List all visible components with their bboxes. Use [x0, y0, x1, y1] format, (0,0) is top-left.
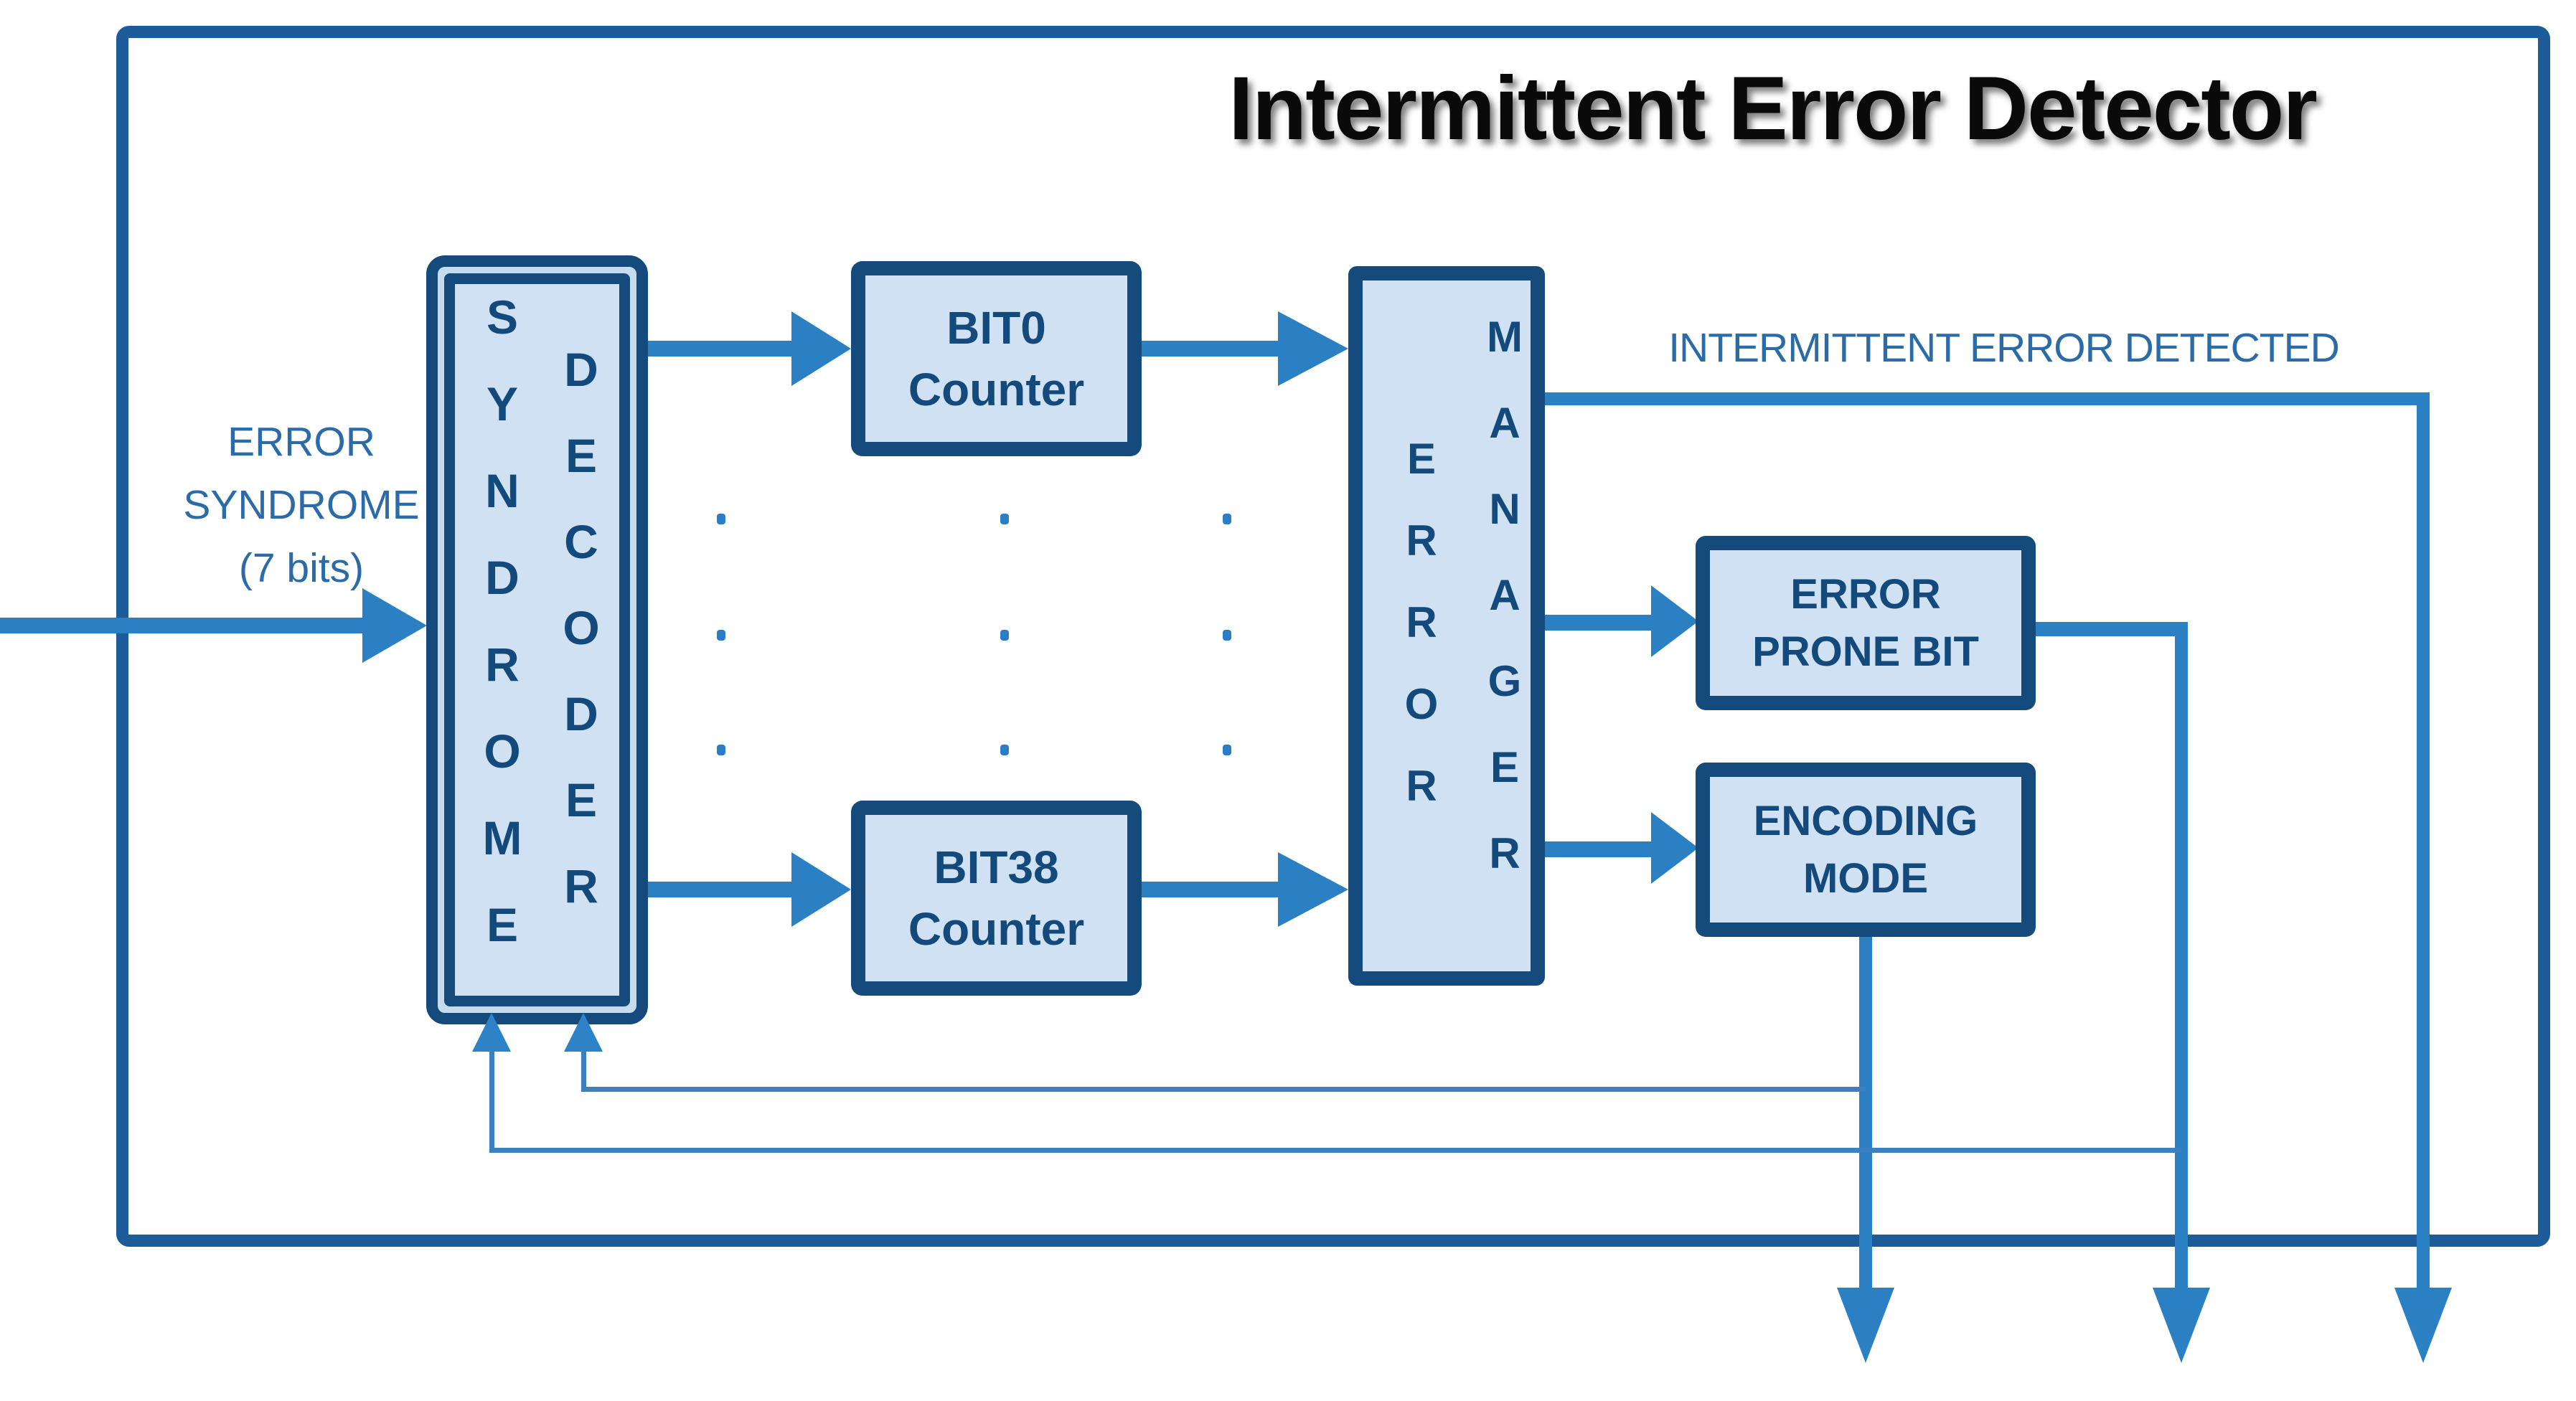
decoder-to-bit0-shaft [648, 341, 791, 357]
error-prone-bit-block: ERROR PRONE BIT [1696, 536, 2036, 710]
epb-output-hline [2036, 622, 2181, 636]
bit0-counter-block: BIT0 Counter [851, 261, 1142, 456]
bit38-to-manager-arrow-icon [1278, 852, 1348, 927]
ellipsis-dot [1223, 514, 1231, 524]
ellipsis-dot [717, 745, 725, 755]
encoding-mode-line2: MODE [1803, 854, 1928, 902]
decoder-to-bit0-arrow-icon [791, 311, 851, 386]
epb-feedback-vstub [489, 1050, 494, 1153]
error-syndrome-input-label: ERROR SYNDROME (7 bits) [144, 410, 459, 600]
input-arrow-shaft [0, 618, 362, 633]
bit38-counter-block: BIT38 Counter [851, 801, 1142, 996]
ellipsis-dot [1223, 630, 1231, 641]
input-label-line2: SYNDROME [183, 482, 420, 528]
ellipsis-dot [1000, 630, 1009, 641]
manager-to-epb-shaft [1545, 615, 1651, 631]
encoding-mode-block: ENCODING MODE [1696, 763, 2036, 937]
page-title: Intermittent Error Detector [1228, 59, 2318, 159]
encoding-output-vline [1859, 937, 1872, 1291]
ellipsis-dot [717, 514, 725, 524]
decoder-to-bit38-shaft [648, 882, 791, 897]
encoding-feedback-hline [581, 1087, 1866, 1092]
bit38-counter-label: Counter [908, 903, 1085, 955]
epb-output-vline [2175, 622, 2188, 1291]
detector-frame [116, 26, 2550, 1247]
intermittent-output-arrow-icon [2394, 1288, 2452, 1363]
ellipsis-dot [1000, 514, 1009, 524]
manager-to-epb-arrow-icon [1651, 585, 1698, 657]
bit0-to-manager-arrow-icon [1278, 311, 1348, 386]
ellipsis-dot [717, 630, 725, 641]
intermittent-error-detected-label: INTERMITTENT ERROR DETECTED [1668, 325, 2340, 371]
bit0-label: BIT0 [946, 302, 1046, 354]
epb-feedback-arrow-icon [472, 1013, 511, 1052]
bit0-to-manager-shaft [1142, 341, 1278, 357]
encoding-mode-line1: ENCODING [1753, 797, 1978, 844]
error-prone-bit-line2: PRONE BIT [1752, 628, 1979, 675]
manager-to-em-arrow-icon [1651, 812, 1698, 884]
manager-to-em-shaft [1545, 841, 1651, 857]
error-prone-bit-line1: ERROR [1790, 570, 1941, 618]
epb-output-arrow-icon [2153, 1288, 2210, 1363]
input-label-line1: ERROR [227, 419, 375, 465]
input-arrow-head-icon [362, 588, 427, 663]
bit0-counter-label: Counter [908, 364, 1085, 415]
ellipsis-dot [1223, 745, 1231, 755]
encoding-feedback-arrow-icon [564, 1013, 603, 1052]
epb-feedback-hline [489, 1148, 2181, 1153]
input-label-line3: (7 bits) [238, 545, 365, 591]
decoder-to-bit38-arrow-icon [791, 852, 851, 927]
intermittent-output-vline [2417, 392, 2430, 1291]
intermittent-output-hline [1545, 392, 2430, 405]
bit38-label: BIT38 [934, 841, 1059, 893]
encoding-feedback-vstub [581, 1050, 586, 1092]
bit38-to-manager-shaft [1142, 882, 1278, 897]
ellipsis-dot [1000, 745, 1009, 755]
encoding-output-arrow-icon [1837, 1288, 1894, 1363]
